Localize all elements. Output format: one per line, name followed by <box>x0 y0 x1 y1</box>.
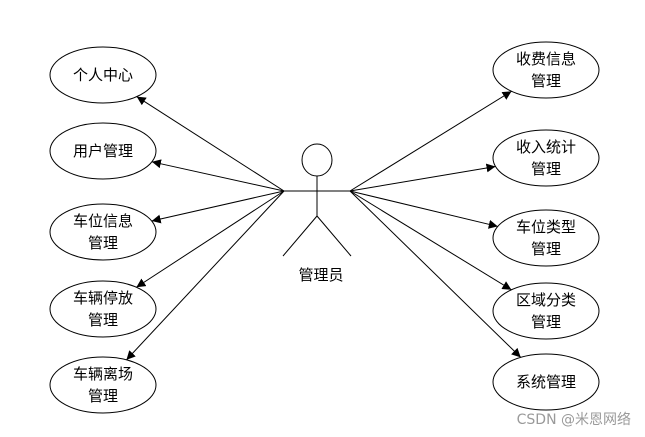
use-case-label: 管理 <box>88 387 118 405</box>
use-case-ellipse <box>49 122 157 180</box>
left-association-1 <box>151 159 285 192</box>
left-use-case-0: 个人中心 <box>49 46 157 104</box>
use-case-label: 系统管理 <box>516 373 576 391</box>
use-case-ellipse <box>49 280 157 338</box>
use-case-label: 管理 <box>531 72 561 90</box>
use-case-ellipse <box>492 353 600 411</box>
use-case-nodes: 个人中心用户管理车位信息管理车辆停放管理车辆离场管理收费信息管理收入统计管理车位… <box>49 41 600 414</box>
use-case-ellipse <box>492 282 600 340</box>
use-case-label: 管理 <box>531 240 561 258</box>
left-association-4 <box>126 190 285 361</box>
use-case-label: 收费信息 <box>516 50 576 68</box>
left-use-case-1: 用户管理 <box>49 122 157 180</box>
actor-label: 管理员 <box>298 266 343 284</box>
watermark: CSDN @米恩网络 <box>517 412 631 428</box>
use-case-label: 车位信息 <box>73 212 133 230</box>
actor-head <box>301 143 333 177</box>
right-association-0 <box>349 90 512 192</box>
use-case-label: 管理 <box>88 311 118 329</box>
actor-figure <box>282 143 352 257</box>
use-case-label: 车辆停放 <box>73 289 133 307</box>
association-lines <box>126 90 522 361</box>
use-case-label: 车位类型 <box>516 218 576 236</box>
use-case-label: 用户管理 <box>73 142 133 160</box>
use-case-label: 管理 <box>531 160 561 178</box>
right-association-3 <box>349 190 512 291</box>
left-association-0 <box>136 96 285 192</box>
use-case-label: 管理 <box>531 313 561 331</box>
right-association-2 <box>349 190 498 229</box>
actor-right-leg <box>316 215 352 257</box>
right-association-1 <box>349 163 496 192</box>
right-use-case-4: 系统管理 <box>492 353 600 411</box>
use-case-ellipse <box>492 41 600 99</box>
use-case-ellipse <box>49 46 157 104</box>
use-case-ellipse <box>49 356 157 414</box>
use-case-label: 收入统计 <box>516 138 576 156</box>
use-case-label: 车辆离场 <box>73 365 133 383</box>
use-case-label: 管理 <box>88 234 118 252</box>
use-case-ellipse <box>49 203 157 261</box>
left-association-2 <box>151 190 285 224</box>
use-case-ellipse <box>492 129 600 187</box>
right-association-4 <box>349 190 522 358</box>
actor-left-leg <box>282 215 318 257</box>
left-association-3 <box>136 190 285 288</box>
use-case-ellipse <box>492 209 600 267</box>
use-case-label: 区域分类 <box>516 291 576 309</box>
use-case-label: 个人中心 <box>73 66 133 84</box>
